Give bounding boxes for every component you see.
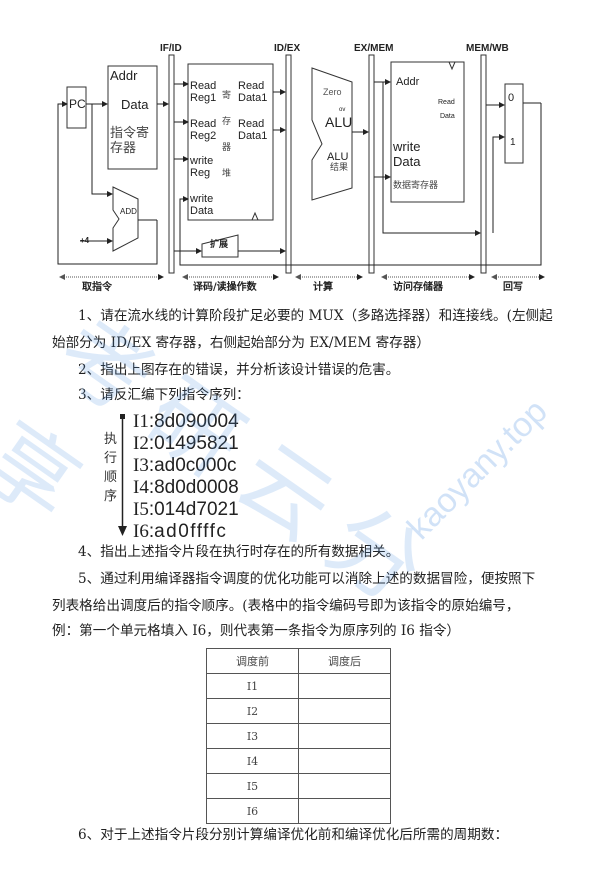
instruction-item: I3:ad0c000c [133, 455, 237, 476]
cell-after[interactable] [298, 723, 391, 749]
cell-after[interactable] [298, 748, 391, 774]
table-row: I6 [206, 798, 391, 824]
cell-after[interactable] [298, 673, 391, 699]
instr-mem-name-2: 存器 [110, 141, 137, 156]
cell-after[interactable] [298, 773, 391, 799]
cell-before: I6 [206, 798, 299, 824]
alu-name-label: ALU [325, 114, 353, 130]
cell-before: I4 [206, 748, 299, 774]
question-3: 3、请反汇编下列指令序列： [78, 387, 250, 403]
instruction-item: I4:8d0d0008 [133, 477, 239, 498]
stage-wb: 回写 [503, 282, 523, 293]
table-row: I1 [206, 673, 391, 699]
stage-mem: 访问存储器 [393, 282, 443, 293]
regfile-char-3: 器 [222, 143, 232, 153]
if-id-register [168, 54, 175, 274]
extend-label: 扩展 [210, 240, 229, 250]
mem-wb-register [480, 54, 487, 274]
instruction-item: I6:ad0ffffc [133, 521, 228, 542]
table-row: I4 [206, 748, 391, 774]
mux-in0: 0 [508, 92, 515, 104]
data-mem-addr: Addr [396, 76, 420, 88]
id-ex-label: ID/EX [274, 43, 301, 54]
question-4: 4、指出上述指令片段在执行时存在的所有数据相关。 [78, 544, 400, 560]
cell-after[interactable] [298, 798, 391, 824]
alu-result-label: ALU [327, 151, 349, 163]
id-ex-register [285, 54, 292, 274]
ex-mem-register [368, 54, 375, 274]
header-before: 调度前 [206, 648, 299, 674]
instr-mem-data: Data [121, 97, 149, 112]
regfile-char-1: 寄 [222, 91, 232, 101]
regfile-char-4: 堆 [222, 169, 232, 179]
cell-after[interactable] [298, 698, 391, 724]
instruction-item: I2:01495821 [133, 433, 239, 454]
instruction-item: I1:8d090004 [133, 411, 239, 432]
exec-order-label: 执 行 顺 序 [104, 432, 118, 504]
instruction-list: I1:8d090004 I2:01495821 I3:ad0c000c I4:8… [133, 411, 239, 543]
alu-ov-label: ov [339, 107, 346, 113]
stage-id: 译码/读操作数 [193, 282, 257, 293]
pc-label: PC [69, 97, 86, 111]
add-label: ADD [120, 207, 137, 216]
pipeline-wires [57, 54, 545, 280]
cell-before: I1 [206, 673, 299, 699]
cell-before: I5 [206, 773, 299, 799]
exec-order-arrow-icon [118, 414, 127, 536]
question-5-line-1: 5、通过利用编译器指令调度的优化功能可以消除上述的数据冒险，便按照下 [78, 571, 536, 587]
table-row: I2 [206, 698, 391, 724]
ex-mem-label: EX/MEM [354, 43, 394, 54]
question-5-line-3: 例：第一个单元格填入 I6，则代表第一条指令为原序列的 I6 指令） [52, 623, 461, 639]
question-1-line-2: 始部分为 ID/EX 寄存器，右侧起始部分为 EX/MEM 寄存器） [52, 335, 430, 351]
regfile-char-2: 存 [222, 117, 232, 127]
instruction-item: I5:014d7021 [133, 499, 239, 520]
data-mem-name: 数据寄存器 [393, 181, 439, 191]
schedule-table: 调度前 调度后 I1 I2 I3 I4 I5 I6 [206, 648, 391, 824]
stage-ex: 计算 [313, 282, 333, 293]
cell-before: I3 [206, 723, 299, 749]
stage-if: 取指令 [82, 282, 112, 293]
if-id-label: IF/ID [160, 43, 182, 54]
question-1-line-1: 1、请在流水线的计算阶段扩足必要的 MUX（多路选择器）和连接线。(左侧起 [78, 308, 553, 324]
alu-result-cn-label: 结果 [330, 163, 349, 173]
mem-wb-label: MEM/WB [466, 43, 509, 54]
instr-mem-addr: Addr [110, 68, 138, 83]
watermark-text: kaoyany.top [400, 392, 555, 547]
question-6: 6、对于上述指令片段分别计算编译优化前和编译优化后所需的周期数： [78, 827, 509, 843]
mux-in1: 1 [510, 137, 516, 148]
table-row: I5 [206, 773, 391, 799]
table-row: I3 [206, 723, 391, 749]
question-2: 2、指出上图存在的错误，并分析该设计错误的危害。 [78, 362, 400, 378]
alu-zero-label: Zero [323, 87, 342, 97]
plus4-label: +4 [80, 236, 90, 245]
question-5-line-2: 列表格给出调度后的指令顺序。(表格中的指令编码号即为该指令的原始编号， [52, 598, 520, 614]
instr-mem-name-1: 指令寄 [110, 126, 150, 141]
header-after: 调度后 [298, 648, 391, 674]
pipeline-diagram: IF/ID ID/EX EX/MEM MEM/WB PC Addr Data 指… [0, 0, 600, 300]
cell-before: I2 [206, 698, 299, 724]
table-header-row: 调度前 调度后 [206, 648, 391, 674]
